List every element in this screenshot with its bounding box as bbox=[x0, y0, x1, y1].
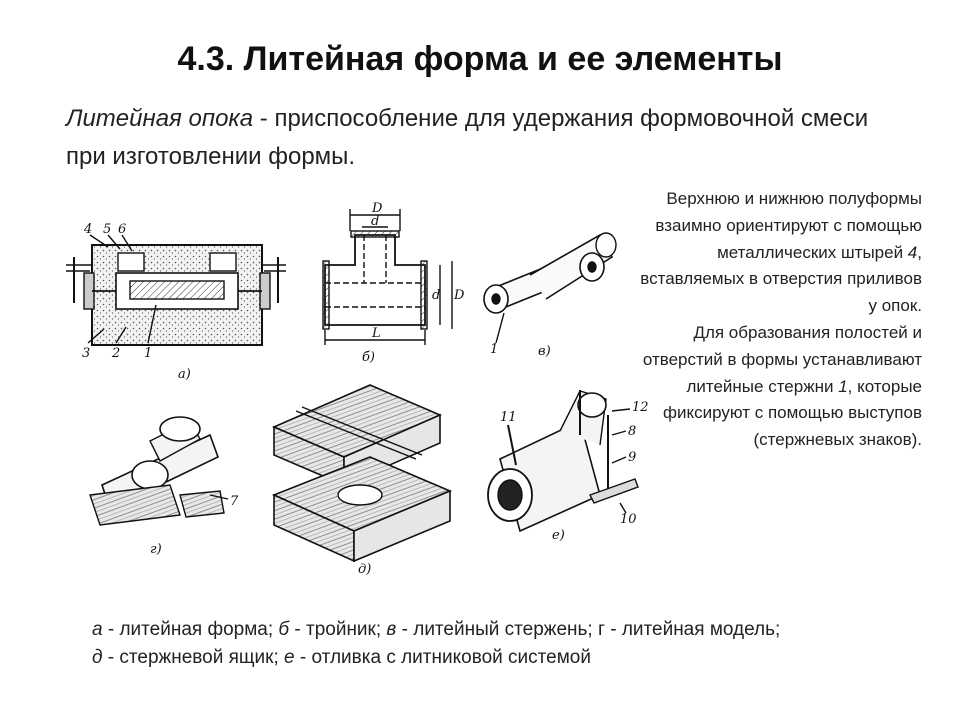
page-title: 4.3. Литейная форма и ее элементы bbox=[177, 40, 783, 78]
side-p2-after: , которые фиксируют с помощью выступов (… bbox=[662, 376, 922, 450]
caption-letter-b: б bbox=[278, 619, 290, 640]
panel-label-e: е) bbox=[552, 528, 565, 543]
label-e-11: 11 bbox=[500, 410, 517, 425]
label-g-7: 7 bbox=[230, 494, 239, 509]
caption-line-1: а - литейная форма; б - тройник; в - лит… bbox=[92, 616, 932, 644]
panel-label-g: г) bbox=[150, 542, 162, 557]
casting-figure: 4 5 6 3 2 1 а) bbox=[60, 195, 650, 595]
caption-text-d: - стержневой ящик; bbox=[102, 647, 285, 668]
panel-v-core: 1 в) bbox=[483, 232, 617, 359]
caption-text-a: - литейная форма; bbox=[102, 619, 279, 640]
caption-text-g: - литейная модель; bbox=[604, 619, 781, 640]
panel-d-core-box: д) bbox=[271, 384, 453, 577]
label-e-10: 10 bbox=[620, 512, 637, 527]
label-e-12: 12 bbox=[632, 400, 649, 415]
side-description: Верхнюю и нижнюю полуформы взаимно ориен… bbox=[640, 186, 922, 454]
figure-caption: а - литейная форма; б - тройник; в - лит… bbox=[92, 616, 932, 672]
label-a-3: 3 bbox=[82, 346, 90, 361]
panel-a-mold-section: 4 5 6 3 2 1 а) bbox=[66, 222, 286, 382]
caption-letter-d: д bbox=[92, 647, 103, 668]
caption-text-b: - тройник; bbox=[289, 619, 387, 640]
casting-illustration: 4 5 6 3 2 1 а) bbox=[66, 201, 649, 577]
side-p2-before: Для образования полостей и отверстий в ф… bbox=[642, 322, 922, 396]
caption-text-e: - отливка с литниковой системой bbox=[294, 647, 591, 668]
caption-letter-g: г bbox=[598, 619, 605, 640]
label-v-1: 1 bbox=[490, 342, 498, 357]
label-e-9: 9 bbox=[628, 450, 636, 465]
label-a-5: 5 bbox=[103, 222, 111, 237]
side-p1-num: 4 bbox=[907, 242, 918, 262]
label-a-4: 4 bbox=[83, 222, 92, 237]
side-p2-num: 1 bbox=[838, 376, 848, 396]
panel-label-v: в) bbox=[538, 344, 551, 359]
label-a-6: 6 bbox=[118, 222, 126, 237]
label-e-8: 8 bbox=[628, 424, 636, 439]
panel-e-casting: 11 12 8 9 10 е) bbox=[487, 390, 649, 543]
caption-text-v: - литейный стержень; bbox=[396, 619, 598, 640]
panel-g-pattern: 7 г) bbox=[89, 416, 239, 557]
caption-line-2: д - стержневой ящик; е - отливка с литни… bbox=[92, 644, 932, 672]
definition-paragraph: Литейная опока - приспособление для удер… bbox=[66, 100, 896, 176]
definition-text: приспособление для удержания формовочной… bbox=[66, 105, 869, 170]
dim-b-d-top: d bbox=[371, 214, 379, 229]
side-p1-before: Верхнюю и нижнюю полуформы взаимно ориен… bbox=[655, 189, 922, 262]
dim-b-L: L bbox=[371, 326, 381, 341]
dim-b-D-side: D bbox=[453, 288, 465, 303]
definition-dash: - bbox=[253, 105, 275, 132]
label-a-2: 2 bbox=[111, 346, 120, 361]
panel-label-b: б) bbox=[362, 350, 375, 365]
dim-b-D-top: D bbox=[371, 201, 383, 216]
caption-letter-a: а bbox=[92, 619, 103, 640]
panel-label-d: д) bbox=[358, 562, 371, 577]
caption-letter-v: в bbox=[386, 619, 397, 640]
label-a-1: 1 bbox=[144, 346, 152, 361]
panel-label-a: а) bbox=[178, 367, 191, 382]
caption-letter-e: е bbox=[284, 647, 295, 668]
side-p1-after: , вставляемых в отверстия приливов у опо… bbox=[640, 242, 922, 316]
definition-term: Литейная опока bbox=[66, 105, 254, 132]
dim-b-d-side: d bbox=[432, 288, 440, 303]
panel-b-tee-drawing: D d d D L б) bbox=[322, 201, 465, 365]
